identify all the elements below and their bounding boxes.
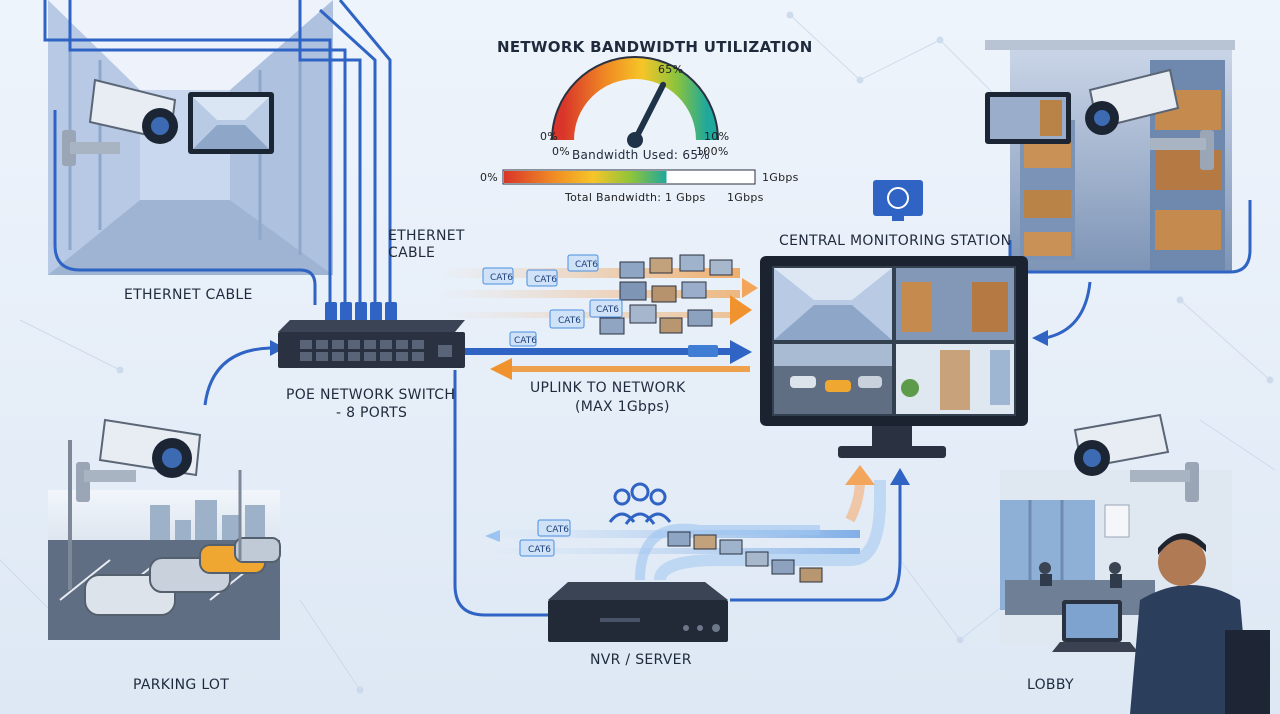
packet-tag-upper-1: CAT6 xyxy=(482,267,514,285)
ethernet-label: ETHERNET xyxy=(388,228,465,244)
hallway-camera xyxy=(62,78,178,166)
svg-text:CAT6: CAT6 xyxy=(534,275,557,285)
central-monitor xyxy=(760,256,1028,458)
svg-text:CAT6: CAT6 xyxy=(514,336,537,346)
svg-text:CAT6: CAT6 xyxy=(596,305,619,315)
svg-text:CAT6: CAT6 xyxy=(546,525,569,535)
lower-video-thumbnails xyxy=(667,531,823,583)
warehouse-camera-preview xyxy=(985,92,1071,144)
packet-tag-upper-3: CAT6 xyxy=(567,254,599,272)
background-network-mesh xyxy=(0,11,1276,694)
poe-network-switch xyxy=(278,320,465,368)
hallway-camera-preview xyxy=(188,92,274,154)
nvr-label: NVR / SERVER xyxy=(590,652,692,668)
users-icon xyxy=(608,482,672,525)
packet-tag-upper-5: CAT6 xyxy=(589,299,623,318)
warehouse-camera xyxy=(1085,68,1214,170)
switch-ports-label: - 8 PORTS xyxy=(336,405,408,421)
packet-tag-upper-2: CAT6 xyxy=(526,269,558,287)
ethernet-cable-label: ETHERNET CABLE xyxy=(124,287,253,303)
upper-video-thumbnails xyxy=(599,254,733,335)
parked-cars xyxy=(84,537,281,616)
switch-port-connectors xyxy=(325,302,397,322)
svg-text:CAT6: CAT6 xyxy=(575,260,598,270)
nvr-cable xyxy=(453,370,555,617)
packet-tag-upper-4: CAT6 xyxy=(549,309,585,329)
total-bandwidth-unit: 1Gbps xyxy=(727,191,764,204)
packet-tag-lower-2: CAT6 xyxy=(519,539,555,557)
gauge-value-label: 65% xyxy=(658,63,684,76)
bandwidth-bar xyxy=(502,169,756,185)
parking-lot-label: PARKING LOT xyxy=(133,677,230,693)
gauge-max-label-2: 100% xyxy=(696,145,729,158)
nvr-server xyxy=(548,582,728,642)
svg-text:CAT6: CAT6 xyxy=(528,545,551,555)
monitoring-station-label: CENTRAL MONITORING STATION xyxy=(779,233,1012,249)
gauge-title: NETWORK BANDWIDTH UTILIZATION xyxy=(497,38,813,56)
bandwidth-used-caption: Bandwidth Used: 65% xyxy=(572,148,710,162)
uplink-label: UPLINK TO NETWORK xyxy=(530,380,686,396)
svg-text:CAT6: CAT6 xyxy=(490,273,513,283)
monitor-feed-warehouse xyxy=(896,268,1014,340)
monitor-feed-parking xyxy=(774,344,892,414)
ethernet-cables xyxy=(43,0,392,305)
monitor-feed-hallway xyxy=(774,268,892,340)
gauge-min-label: 0% xyxy=(540,130,559,143)
lobby-label: LOBBY xyxy=(1027,677,1074,693)
security-operator xyxy=(1052,533,1270,714)
lobby-camera xyxy=(1073,413,1199,502)
monitoring-station-icon xyxy=(873,180,923,221)
switch-label: POE NETWORK SWITCH xyxy=(286,387,456,403)
gauge-max-label: 10% xyxy=(704,130,730,143)
svg-text:CAT6: CAT6 xyxy=(558,316,581,326)
bandwidth-bar-max: 1Gbps xyxy=(762,171,799,184)
monitor-feed-lobby xyxy=(896,344,1014,414)
parking-lot-scene xyxy=(48,440,281,640)
packet-tags: CAT6 CAT6 CAT6 CAT6 CAT6 CAT6 CAT6 CAT6 xyxy=(482,254,623,557)
cable-label: CABLE xyxy=(388,245,436,261)
uplink-max-label: (MAX 1Gbps) xyxy=(575,399,670,415)
parking-to-switch-arrow xyxy=(203,346,271,406)
packet-tag-upper-6: CAT6 xyxy=(509,331,537,347)
parking-camera xyxy=(76,418,202,502)
total-bandwidth-caption: Total Bandwidth: 1 Gbps xyxy=(565,191,706,204)
bandwidth-gauge xyxy=(551,56,719,148)
lobby-to-monitor-arrow xyxy=(1044,281,1092,340)
gauge-needle xyxy=(632,81,667,143)
gauge-min-label-2: 0% xyxy=(552,145,571,158)
packet-tag-lower-1: CAT6 xyxy=(537,519,571,537)
warehouse-scene xyxy=(985,40,1235,273)
bandwidth-bar-min: 0% xyxy=(480,171,499,184)
